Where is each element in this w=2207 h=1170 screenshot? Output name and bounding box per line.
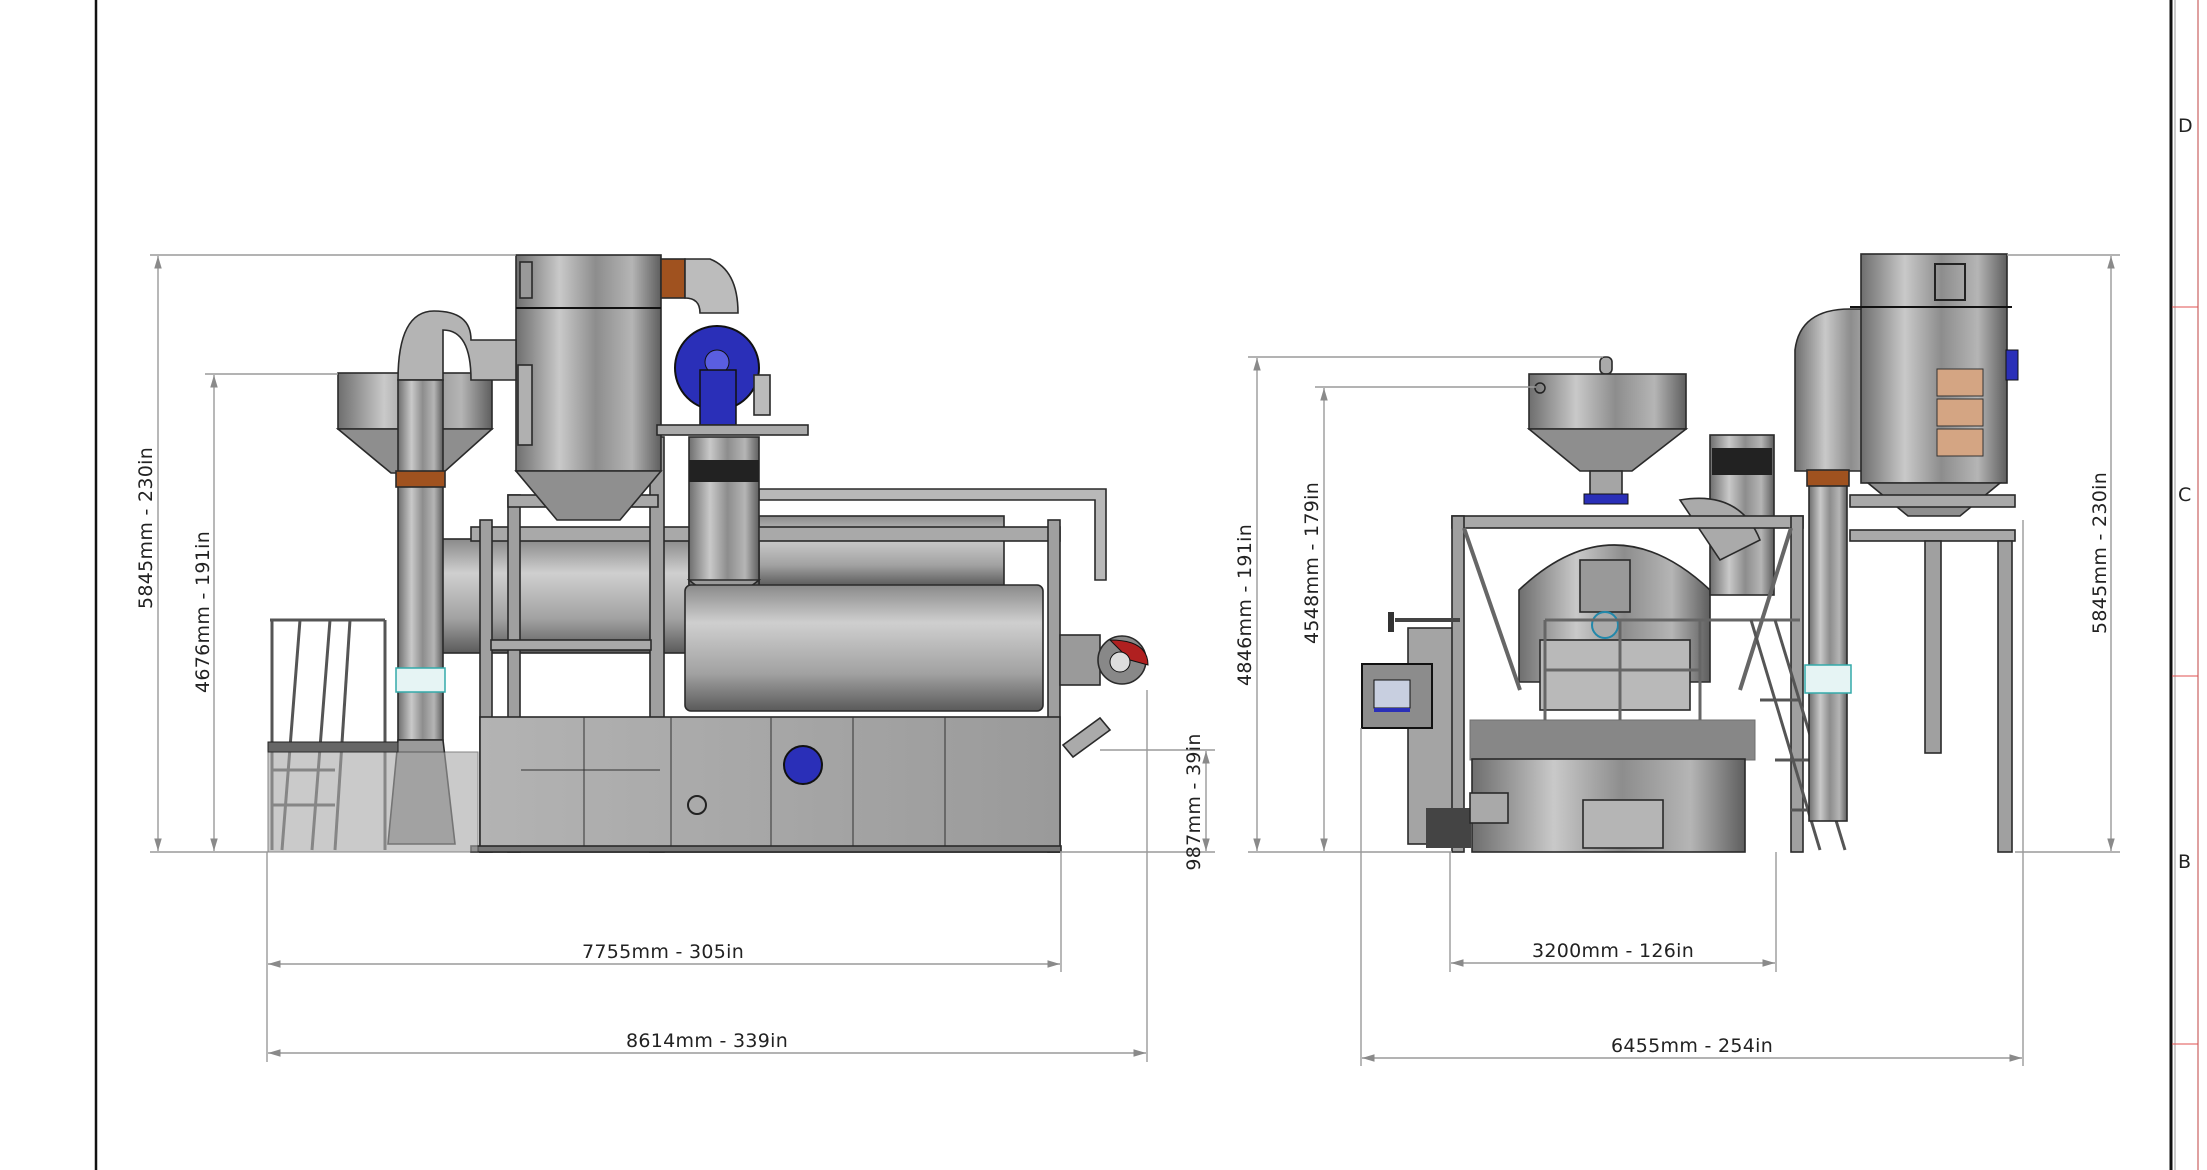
- burner: [1059, 634, 1149, 686]
- support-leg: [1997, 540, 2013, 853]
- sight-glass: [783, 745, 823, 785]
- dim-label-frame-length: 7755mm - 305in: [582, 941, 744, 963]
- fan-platform: [656, 424, 809, 436]
- slide-gate: [1583, 493, 1629, 505]
- filter-column: [515, 254, 662, 472]
- bellows: [689, 460, 759, 482]
- loader-pipe: [1808, 470, 1848, 822]
- dim-label-frame-width: 3200mm - 126in: [1532, 940, 1694, 962]
- dim-label-hopper-height: 4548mm - 179in: [1301, 482, 1323, 644]
- flex-band: [660, 258, 686, 299]
- control-panel: [1361, 612, 1460, 729]
- side-view-machine: [267, 254, 1149, 853]
- front-frame: [1451, 515, 1804, 853]
- zone-label-b: B: [2178, 851, 2191, 873]
- railing: [1543, 618, 1800, 720]
- dim-label-inlet-height: 4846mm - 191in: [1234, 524, 1256, 686]
- front-view-dimensions: 4846mm - 191in 4548mm - 179in 5845mm - 2…: [1234, 254, 2120, 1066]
- fan-duct: [684, 258, 739, 314]
- zone-label-c: C: [2178, 484, 2191, 506]
- roasting-drum: [435, 538, 690, 654]
- gooseneck-duct: [397, 310, 517, 381]
- access-panels: [1936, 368, 1984, 457]
- lower-cabinet: [470, 716, 1062, 853]
- dim-label-hopper-height: 4676mm - 191in: [192, 531, 214, 693]
- dim-label-total-height: 5845mm - 230in: [135, 447, 157, 609]
- dim-label-outlet-height: 987mm - 39in: [1183, 733, 1205, 870]
- side-view-dimensions: 5845mm - 230in 4676mm - 191in 987mm - 39…: [135, 254, 1215, 1062]
- grating-platform: [1469, 719, 1756, 761]
- dim-label-total-length: 8614mm - 339in: [626, 1030, 788, 1052]
- pipe-band: [395, 470, 446, 488]
- zone-label-d: D: [2178, 115, 2193, 137]
- green-bean-hopper: [1526, 356, 1689, 505]
- sheet-frame: D C B: [94, 0, 2199, 1170]
- cooling-drum: [684, 584, 1044, 712]
- exhaust-fan: [674, 325, 771, 426]
- front-view-machine: [1361, 253, 2019, 853]
- dim-label-total-width: 6455mm - 254in: [1611, 1035, 1773, 1057]
- dim-label-total-height: 5845mm - 230in: [2089, 472, 2111, 634]
- discharge-conveyor: [1061, 716, 1112, 759]
